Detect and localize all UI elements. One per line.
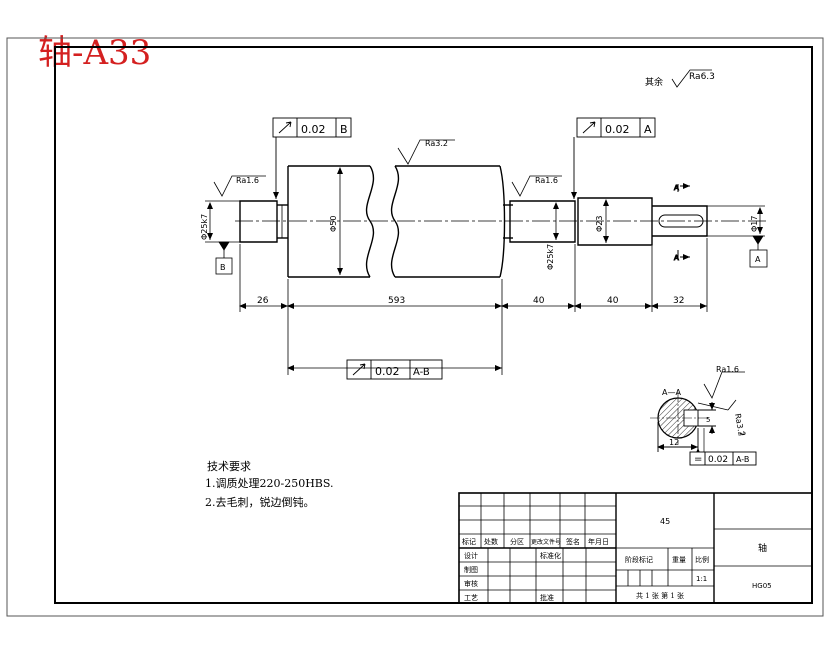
datum-a-marker: A xyxy=(749,235,768,268)
svg-text:签名: 签名 xyxy=(566,537,580,546)
len-4: 40 xyxy=(607,296,619,306)
len-3: 40 xyxy=(533,296,545,306)
svg-text:Ra1.6: Ra1.6 xyxy=(236,176,259,185)
datum-b-marker: B xyxy=(215,241,233,275)
svg-text:A: A xyxy=(755,255,761,264)
svg-text:比例: 比例 xyxy=(695,555,709,564)
dia-right-journal: Φ25k7 xyxy=(546,244,555,270)
svg-text:轴: 轴 xyxy=(758,542,767,554)
section-key-depth: 2 xyxy=(738,431,747,437)
svg-text:Ra1.6: Ra1.6 xyxy=(535,176,558,185)
outer-frame xyxy=(6,37,824,617)
len-2: 593 xyxy=(388,296,405,306)
svg-text:Ra6.3: Ra6.3 xyxy=(689,72,715,82)
svg-text:A—A: A—A xyxy=(662,388,681,397)
tolerance-frame-left: 0.02 B xyxy=(272,117,352,199)
svg-text:技术要求: 技术要求 xyxy=(207,460,251,473)
tolerance-keyway-value: 0.02 xyxy=(708,455,728,465)
svg-text:批准: 批准 xyxy=(540,593,554,602)
svg-text:更改文件号: 更改文件号 xyxy=(531,538,561,546)
shaft-outline xyxy=(239,165,708,278)
svg-text:2.去毛刺，锐边倒钝。: 2.去毛刺，锐边倒钝。 xyxy=(205,495,315,509)
svg-text:A: A xyxy=(644,123,652,136)
dia-left-journal: Φ25k7 xyxy=(200,214,209,240)
svg-text:标记: 标记 xyxy=(462,537,476,546)
section-width: 12 xyxy=(669,438,679,447)
len-1: 26 xyxy=(257,296,269,306)
section-cut-marks: A A xyxy=(674,183,690,263)
diameter-dims xyxy=(205,167,765,275)
title-block-text: 45 轴 标记 处数 分区 更改文件号 签名 年月日 设计 标准化 制图 审核 … xyxy=(462,517,772,602)
svg-text:标准化: 标准化 xyxy=(540,551,561,560)
roughness-right: Ra1.6 xyxy=(511,175,562,197)
length-dims xyxy=(239,238,708,375)
roughness-left: Ra1.6 xyxy=(213,175,266,197)
svg-text:共 1 张 第 1 张: 共 1 张 第 1 张 xyxy=(636,591,684,600)
svg-text:A: A xyxy=(674,254,679,262)
dia-end: Φ17 xyxy=(750,216,759,232)
svg-text:审核: 审核 xyxy=(464,579,478,588)
svg-text:制图: 制图 xyxy=(464,565,478,574)
inner-frame xyxy=(54,46,813,604)
svg-text:分区: 分区 xyxy=(510,537,524,546)
general-roughness: 其余 Ra6.3 xyxy=(645,69,715,88)
tech-requirements: 技术要求 1.调质处理220-250HBS. 2.去毛刺，锐边倒钝。 xyxy=(205,460,334,509)
svg-text:HG05: HG05 xyxy=(752,582,772,590)
svg-text:B: B xyxy=(340,123,348,136)
svg-text:1.调质处理220-250HBS.: 1.调质处理220-250HBS. xyxy=(205,477,334,490)
svg-text:阶段标记: 阶段标记 xyxy=(625,555,653,564)
title-block xyxy=(458,492,813,604)
svg-text:1:1: 1:1 xyxy=(696,575,707,583)
svg-text:A: A xyxy=(674,184,679,192)
svg-text:重量: 重量 xyxy=(672,556,686,564)
svg-text:0.02: 0.02 xyxy=(605,123,630,136)
section-roughness-side: Ra3.2 xyxy=(733,413,746,437)
tolerance-frame-right: 0.02 A xyxy=(571,117,656,199)
svg-text:处数: 处数 xyxy=(484,537,498,546)
svg-text:A-B: A-B xyxy=(413,367,430,378)
section-key-dim: 5 xyxy=(706,416,710,424)
svg-text:Ra3.2: Ra3.2 xyxy=(425,139,448,148)
svg-text:年月日: 年月日 xyxy=(588,537,609,546)
dia-body: Φ50 xyxy=(329,216,338,232)
svg-text:0.02: 0.02 xyxy=(301,123,326,136)
svg-text:0.02: 0.02 xyxy=(375,365,400,378)
section-view: A—A xyxy=(650,371,757,466)
svg-text:其余: 其余 xyxy=(645,76,663,88)
svg-text:45: 45 xyxy=(660,517,670,526)
svg-text:设计: 设计 xyxy=(464,551,478,560)
tolerance-keyway-symbol: = xyxy=(694,454,702,465)
dia-shoulder: Φ23 xyxy=(595,216,604,232)
tolerance-frame-mid: 0.02 A-B xyxy=(346,359,443,380)
stamp-title: 轴-A33 xyxy=(38,33,152,73)
svg-text:工艺: 工艺 xyxy=(464,594,478,602)
section-roughness-top: Ra1.6 xyxy=(716,365,739,374)
roughness-main: Ra3.2 xyxy=(397,139,455,165)
svg-text:B: B xyxy=(220,263,226,272)
tolerance-keyway-datum: A-B xyxy=(736,455,749,464)
len-5: 32 xyxy=(673,296,684,306)
